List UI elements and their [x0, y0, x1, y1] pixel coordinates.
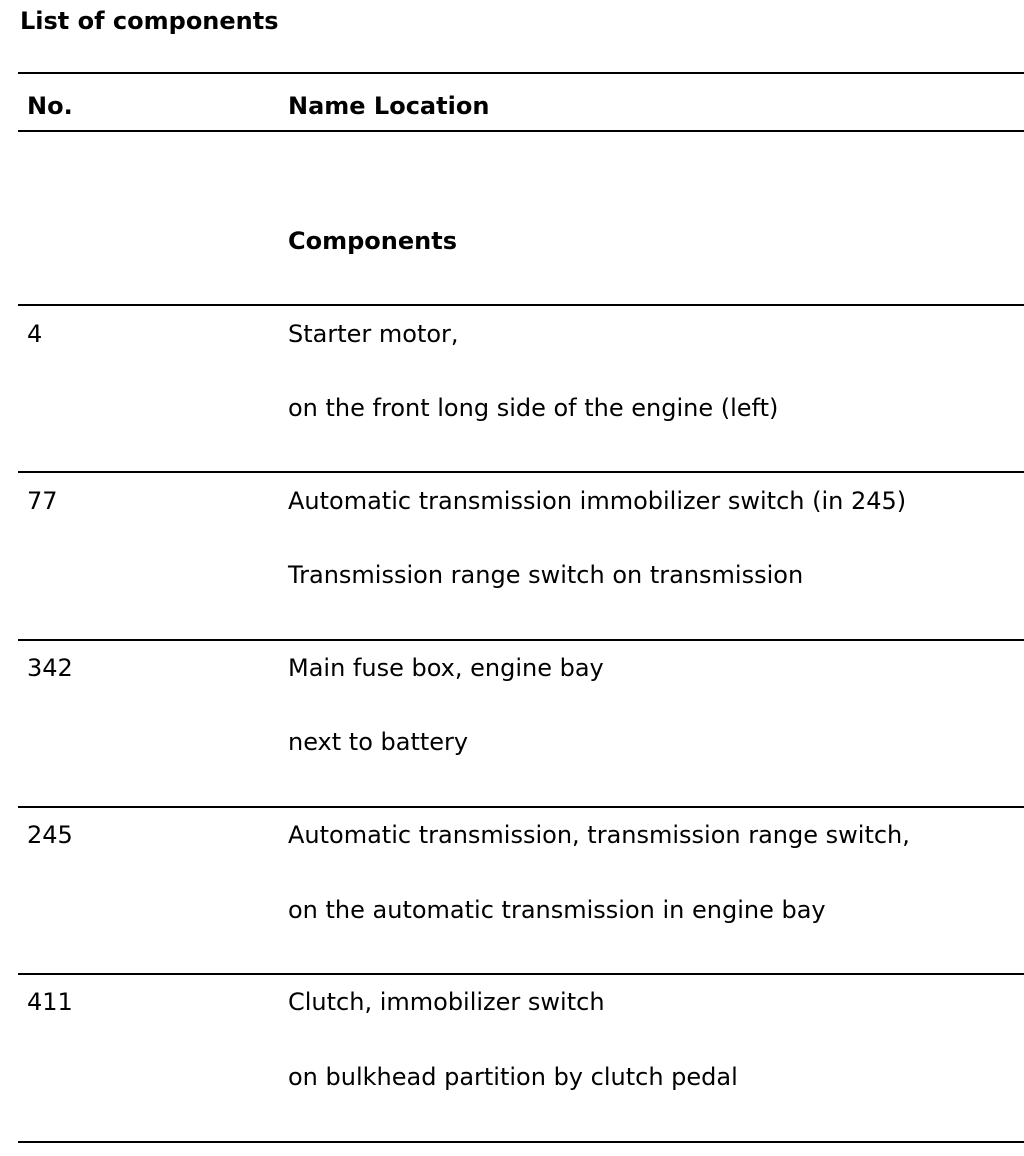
header-no: No.: [27, 92, 73, 120]
row-no: 411: [27, 988, 73, 1016]
row-divider: [18, 471, 1024, 473]
row-no: 342: [27, 654, 73, 682]
table-top-rule: [18, 72, 1024, 74]
page-title: List of components: [20, 7, 279, 35]
row-divider: [18, 806, 1024, 808]
row-no: 77: [27, 487, 58, 515]
row-location: Transmission range switch on transmissio…: [288, 561, 804, 589]
row-no: 245: [27, 821, 73, 849]
row-name: Automatic transmission, transmission ran…: [288, 821, 910, 849]
header-bottom-rule: [18, 130, 1024, 132]
row-name: Clutch, immobilizer switch: [288, 988, 605, 1016]
row-divider: [18, 973, 1024, 975]
row-location: on the front long side of the engine (le…: [288, 394, 779, 422]
row-location: on bulkhead partition by clutch pedal: [288, 1063, 738, 1091]
row-name: Starter motor,: [288, 320, 459, 348]
row-name: Main fuse box, engine bay: [288, 654, 604, 682]
row-location: next to battery: [288, 728, 469, 756]
row-divider: [18, 639, 1024, 641]
row-location: on the automatic transmission in engine …: [288, 896, 826, 924]
section-bottom-rule: [18, 304, 1024, 306]
header-name-location: Name Location: [288, 92, 490, 120]
row-name: Automatic transmission immobilizer switc…: [288, 487, 907, 515]
section-label-components: Components: [288, 227, 457, 255]
row-no: 4: [27, 320, 43, 348]
table-bottom-rule: [18, 1141, 1024, 1143]
